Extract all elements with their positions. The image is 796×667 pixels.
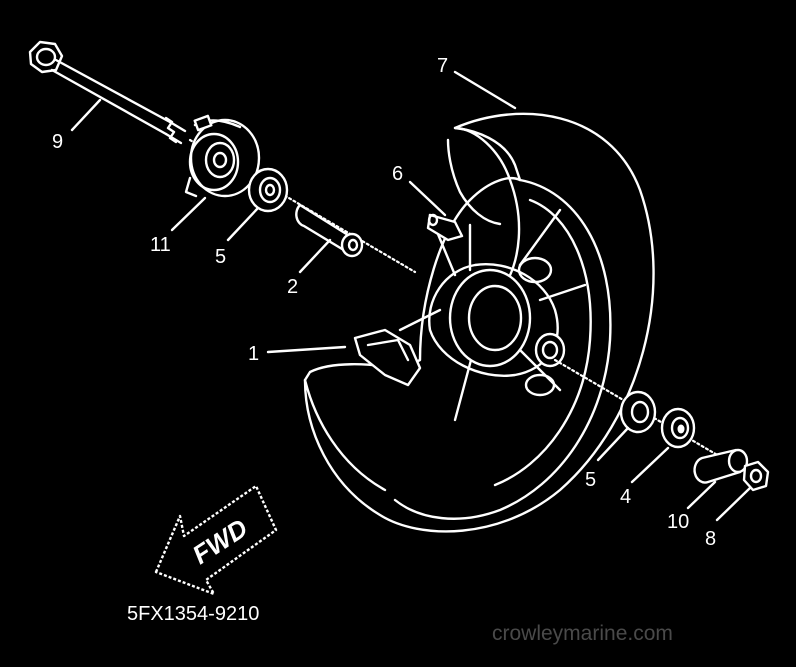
axle-bolt <box>28 40 187 145</box>
bearing-right <box>619 390 657 434</box>
callout-5-right: 5 <box>585 469 596 491</box>
callout-9: 9 <box>52 131 63 153</box>
callout-1: 1 <box>248 343 259 365</box>
callout-10: 10 <box>667 511 689 533</box>
callout-7: 7 <box>437 55 448 77</box>
callout-2: 2 <box>287 276 298 298</box>
valve-stem <box>426 213 464 242</box>
bearing-left <box>247 167 289 213</box>
leader-lines <box>70 70 752 522</box>
callout-6: 6 <box>392 163 403 185</box>
collar <box>693 448 749 484</box>
gear-unit <box>184 114 261 198</box>
callout-11: 11 <box>150 234 171 256</box>
oil-seal <box>660 407 696 449</box>
watermark: crowleymarine.com <box>492 622 673 645</box>
diagram-code: 5FX1354-9210 <box>127 603 259 625</box>
callout-8: 8 <box>705 528 716 550</box>
axle-nut <box>742 460 770 492</box>
callout-4: 4 <box>620 486 631 508</box>
callout-5-left: 5 <box>215 246 226 268</box>
spacer <box>295 203 364 258</box>
rim-and-hub <box>353 208 587 422</box>
